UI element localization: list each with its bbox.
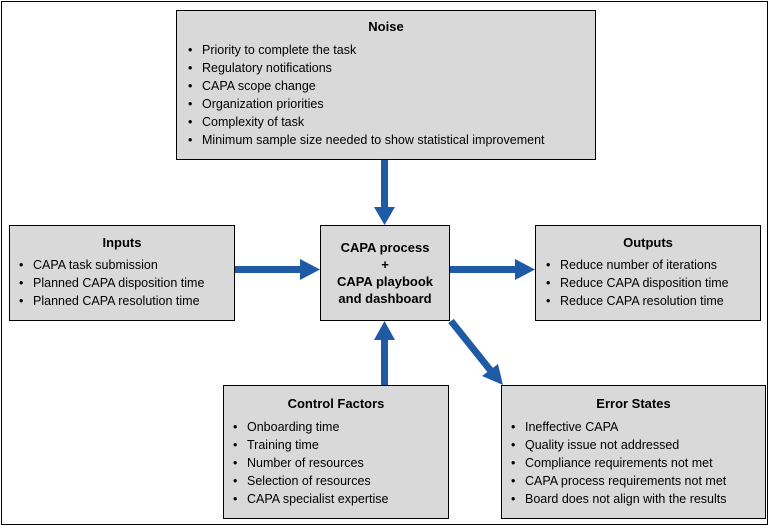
error-states-item: Quality issue not addressed <box>511 436 765 454</box>
noise-item: Complexity of task <box>188 113 595 131</box>
outputs-box: Outputs Reduce number of iterations Redu… <box>535 225 761 321</box>
noise-item: Regulatory notifications <box>188 59 595 77</box>
error-states-item: CAPA process requirements not met <box>511 472 765 490</box>
noise-item: Minimum sample size needed to show stati… <box>188 131 595 149</box>
outputs-item: Reduce number of iterations <box>546 256 760 274</box>
error-states-item: Board does not align with the results <box>511 490 765 508</box>
control-factors-box: Control Factors Onboarding time Training… <box>223 385 449 519</box>
control-factors-item: Number of resources <box>233 454 448 472</box>
control-factors-item: Selection of resources <box>233 472 448 490</box>
control-factors-title: Control Factors <box>287 396 385 411</box>
control-factors-item: Onboarding time <box>233 418 448 436</box>
inputs-item: CAPA task submission <box>19 256 234 274</box>
control-factors-item: CAPA specialist expertise <box>233 490 448 508</box>
outputs-item: Reduce CAPA disposition time <box>546 274 760 292</box>
error-states-item: Compliance requirements not met <box>511 454 765 472</box>
inputs-item: Planned CAPA resolution time <box>19 292 234 310</box>
outputs-title: Outputs <box>623 235 673 250</box>
inputs-title: Inputs <box>102 235 142 250</box>
capa-process-box: CAPA process + CAPA playbook and dashboa… <box>320 225 450 321</box>
inputs-box: Inputs CAPA task submission Planned CAPA… <box>9 225 235 321</box>
inputs-list: CAPA task submission Planned CAPA dispos… <box>19 256 234 310</box>
plus-sign: + <box>381 257 389 272</box>
control-factors-list: Onboarding time Training time Number of … <box>233 418 448 508</box>
noise-list: Priority to complete the task Regulatory… <box>188 41 595 149</box>
noise-item: CAPA scope change <box>188 77 595 95</box>
control-factors-item: Training time <box>233 436 448 454</box>
outputs-item: Reduce CAPA resolution time <box>546 292 760 310</box>
noise-title: Noise <box>368 19 404 34</box>
noise-item: Organization priorities <box>188 95 595 113</box>
capa-playbook-line: CAPA playbook <box>336 274 434 289</box>
capa-process-line: CAPA process <box>340 240 430 255</box>
error-states-list: Ineffective CAPA Quality issue not addre… <box>511 418 765 508</box>
noise-box: Noise Priority to complete the task Regu… <box>176 10 596 160</box>
outputs-list: Reduce number of iterations Reduce CAPA … <box>546 256 760 310</box>
dashboard-line: and dashboard <box>338 291 432 306</box>
arrow-center-to-outputs <box>450 259 535 280</box>
error-states-item: Ineffective CAPA <box>511 418 765 436</box>
arrow-noise-to-center <box>374 160 395 225</box>
arrow-center-to-error <box>448 318 503 385</box>
error-states-box: Error States Ineffective CAPA Quality is… <box>501 385 766 519</box>
error-states-title: Error States <box>596 396 671 411</box>
arrow-control-to-center <box>374 321 395 385</box>
inputs-item: Planned CAPA disposition time <box>19 274 234 292</box>
noise-item: Priority to complete the task <box>188 41 595 59</box>
arrow-inputs-to-center <box>235 259 320 280</box>
